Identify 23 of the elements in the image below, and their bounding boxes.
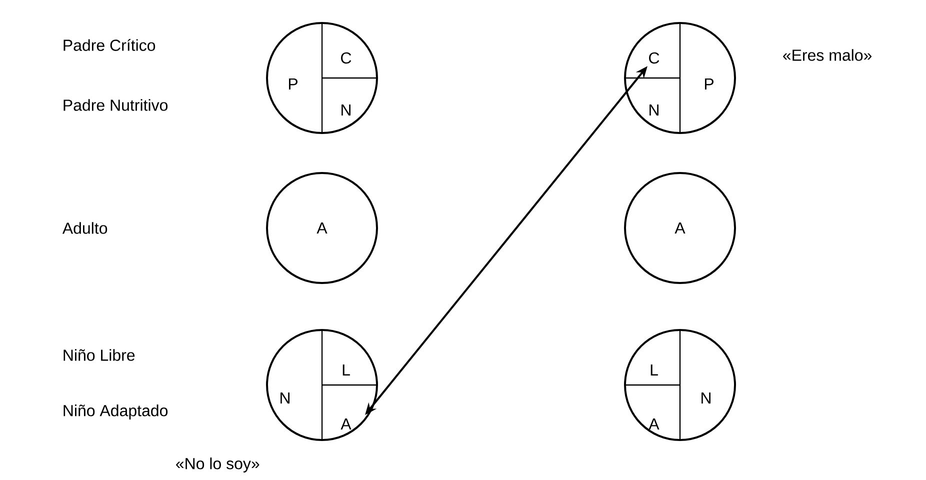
sector-letter: N	[702, 392, 710, 404]
sector-letter: A	[340, 418, 352, 430]
sector-letter: P	[704, 78, 714, 90]
ego-state-circle	[266, 22, 378, 134]
sector-letter: N	[650, 104, 658, 116]
sector-letter: P	[289, 78, 298, 90]
ego-state-label: Padre Nutritivo	[64, 99, 168, 111]
ego-state-label: Niño Libre	[64, 349, 135, 361]
sector-letter: L	[342, 364, 350, 376]
quote-label: «Eres malo»	[783, 49, 872, 61]
ego-state-label: Adulto	[62, 222, 108, 234]
ego-state-label: Niño Adaptado	[64, 404, 168, 420]
sector-letter: C	[341, 52, 352, 64]
sector-letter: C	[649, 52, 660, 64]
sector-letter: N	[280, 392, 290, 404]
sector-letter: L	[650, 364, 658, 376]
ego-state-circle	[266, 329, 378, 441]
ego-state-label: Padre Crítico	[64, 39, 156, 51]
ego-state-circle	[624, 329, 736, 441]
ego-state-circle	[624, 22, 736, 134]
quote-label: «No lo soy»	[176, 458, 260, 472]
sector-letter: N	[342, 104, 350, 116]
sector-letter: A	[648, 418, 660, 430]
